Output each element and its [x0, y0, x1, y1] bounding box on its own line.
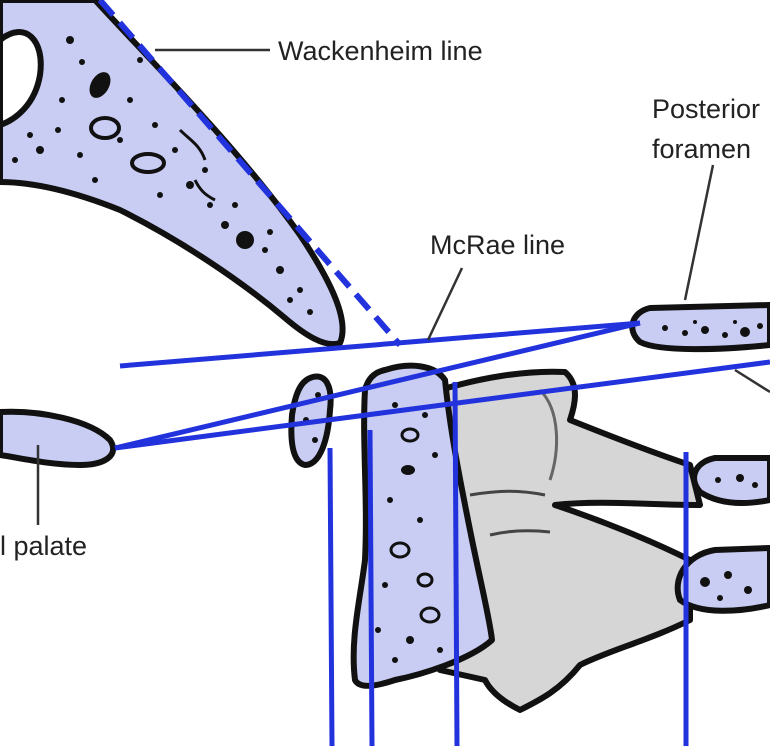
posterior-leader-2	[734, 368, 770, 394]
posterior-arch-upper	[691, 455, 770, 507]
mcrae-leader	[426, 267, 464, 341]
measurement-lines	[97, 0, 770, 746]
vertical-line-1	[327, 447, 335, 746]
posterior-foramen-bone	[629, 302, 770, 353]
vertical-line-2	[367, 429, 375, 746]
vertical-line-3	[452, 381, 460, 746]
chamberlain-line	[114, 320, 641, 451]
mcrae-line	[119, 320, 641, 369]
posterior-leader	[683, 164, 715, 301]
wackenheim-line	[97, 0, 403, 347]
posterior-foramen-label-line2: foramen	[652, 134, 751, 164]
posterior-arch-lower	[674, 544, 770, 614]
palate-label: l palate	[0, 531, 87, 561]
wackenheim-line-label: Wackenheim line	[278, 36, 483, 66]
mcgregor-line	[114, 359, 770, 451]
axis-vertebra	[437, 368, 703, 713]
posterior-foramen-label-line1: Posterior	[652, 94, 760, 124]
mcrae-line-label: McRae line	[430, 230, 565, 260]
hard-palate-bone	[0, 408, 117, 468]
leader-lines	[36, 48, 770, 525]
